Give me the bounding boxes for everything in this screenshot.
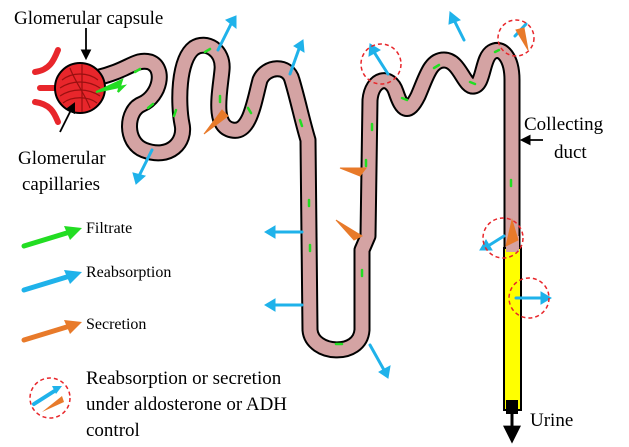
filtrate-flecks [135,49,511,344]
legend-hormone-icon [30,378,70,418]
collecting-duct-label-line1: Collecting [524,114,603,136]
collecting-duct-label-line2: duct [554,142,587,164]
glomerular-capsule-label: Glomerular capsule [14,8,163,30]
legend-hormone-label-line3: control [86,420,140,442]
legend-filtrate-label: Filtrate [86,220,132,238]
glomerular-capillaries-label-line1: Glomerular [18,148,106,170]
legend-secretion-label: Secretion [86,316,146,334]
legend-filtrate-icon [24,226,82,246]
legend-secretion-icon [24,320,82,340]
legend-reabsorption-icon [24,270,82,290]
legend-hormone-label-line1: Reabsorption or secretion [86,368,281,390]
legend-reabsorption-label: Reabsorption [86,264,171,282]
glomerular-capillaries-label-line2: capillaries [22,174,100,196]
renal-tubule [96,45,512,350]
legend-hormone-label-line2: under aldosterone or ADH [86,394,287,416]
urine-label: Urine [530,410,573,432]
collecting-duct [504,236,521,440]
